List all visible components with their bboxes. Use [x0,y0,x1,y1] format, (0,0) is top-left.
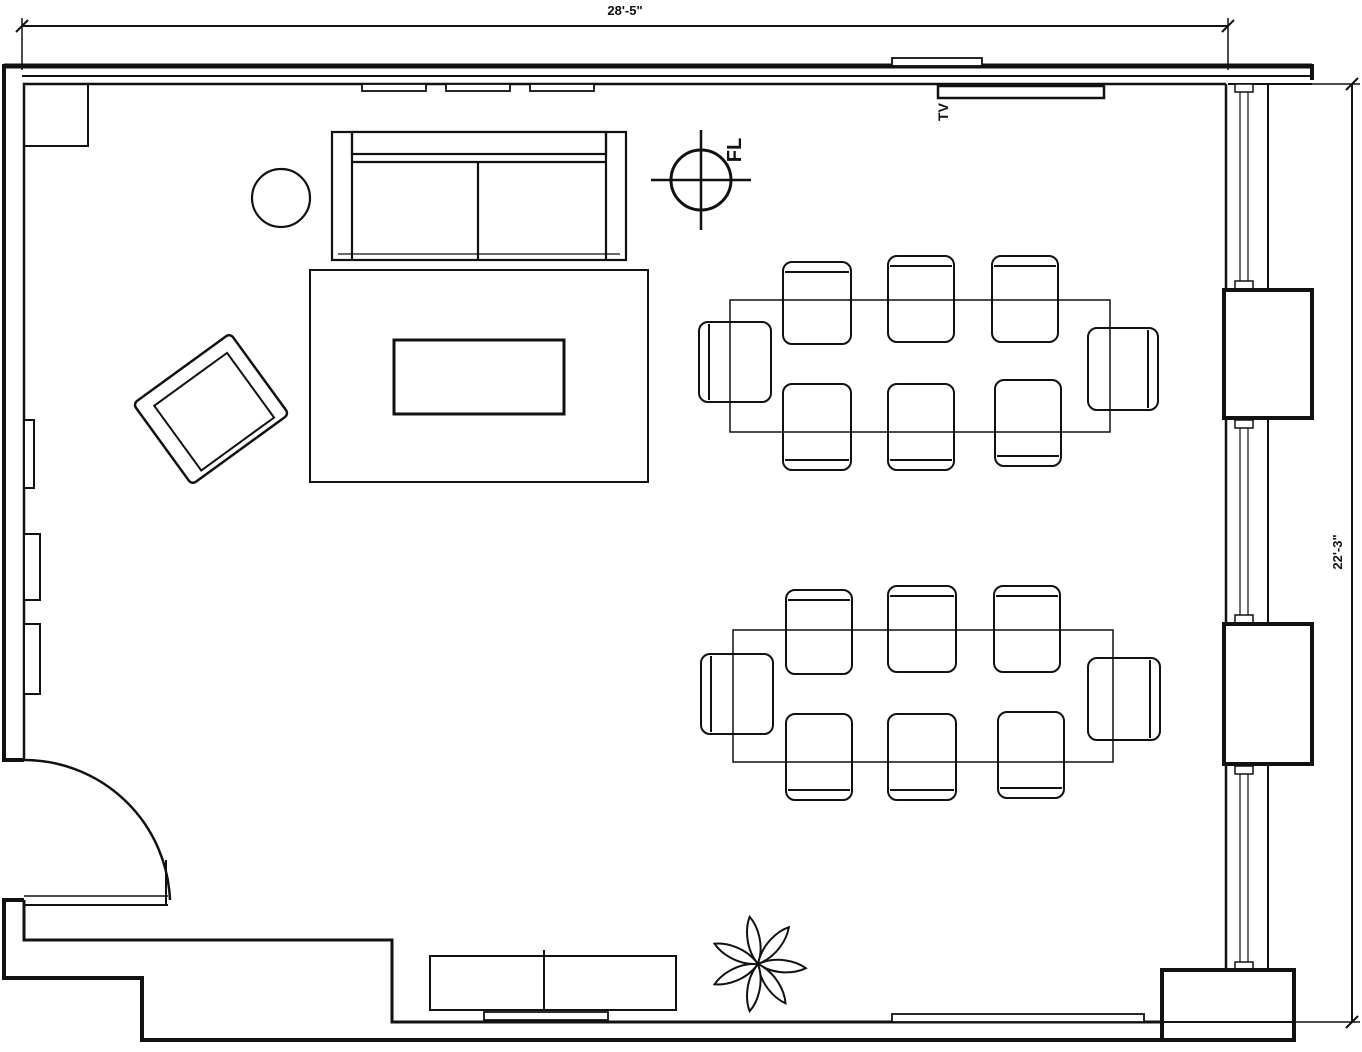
coffee-table[interactable] [392,338,566,416]
tv-label: TV [935,102,951,121]
top-wall-vents [361,57,983,92]
right-column-lower [1222,622,1314,766]
chair[interactable] [782,261,852,345]
entry-door[interactable] [23,758,172,905]
chair[interactable] [997,711,1065,799]
tv-unit [936,84,1106,100]
corner-box [23,83,89,147]
chair[interactable] [785,589,853,675]
chair[interactable] [887,255,955,343]
chair[interactable] [1087,327,1159,411]
bottom-wall-vents [483,1011,1145,1023]
chair[interactable] [1087,657,1161,741]
table-top[interactable] [729,299,1111,433]
credenza[interactable] [429,950,677,1011]
chair[interactable] [700,653,774,735]
chair[interactable] [887,713,957,801]
chair[interactable] [782,383,852,471]
table-top[interactable] [732,629,1114,763]
chair[interactable] [785,713,853,801]
chair[interactable] [994,379,1062,467]
chair[interactable] [887,383,955,471]
chair[interactable] [991,255,1059,343]
dining-table-upper[interactable] [698,255,1159,471]
chair[interactable] [698,321,772,403]
chair[interactable] [887,585,957,673]
width-dimension [15,18,1235,70]
floor-lamp-label: FL [724,138,746,162]
dining-table-lower[interactable] [700,585,1161,801]
window-mullions [1234,83,1254,971]
height-dimension [1292,77,1360,1029]
sofa[interactable] [330,130,628,262]
corner-column [1160,968,1296,1042]
floor-lamp-icon[interactable] [651,130,751,230]
walls [2,63,1314,1042]
chair[interactable] [993,585,1061,673]
right-column-upper [1222,288,1314,420]
plant-icon [712,914,808,1014]
armchair[interactable] [133,333,289,484]
side-table[interactable] [250,167,312,229]
height-dimension-label: 22'-3" [1330,534,1345,569]
left-wall-vents [23,419,41,695]
width-dimension-label: 28'-5" [607,3,642,18]
